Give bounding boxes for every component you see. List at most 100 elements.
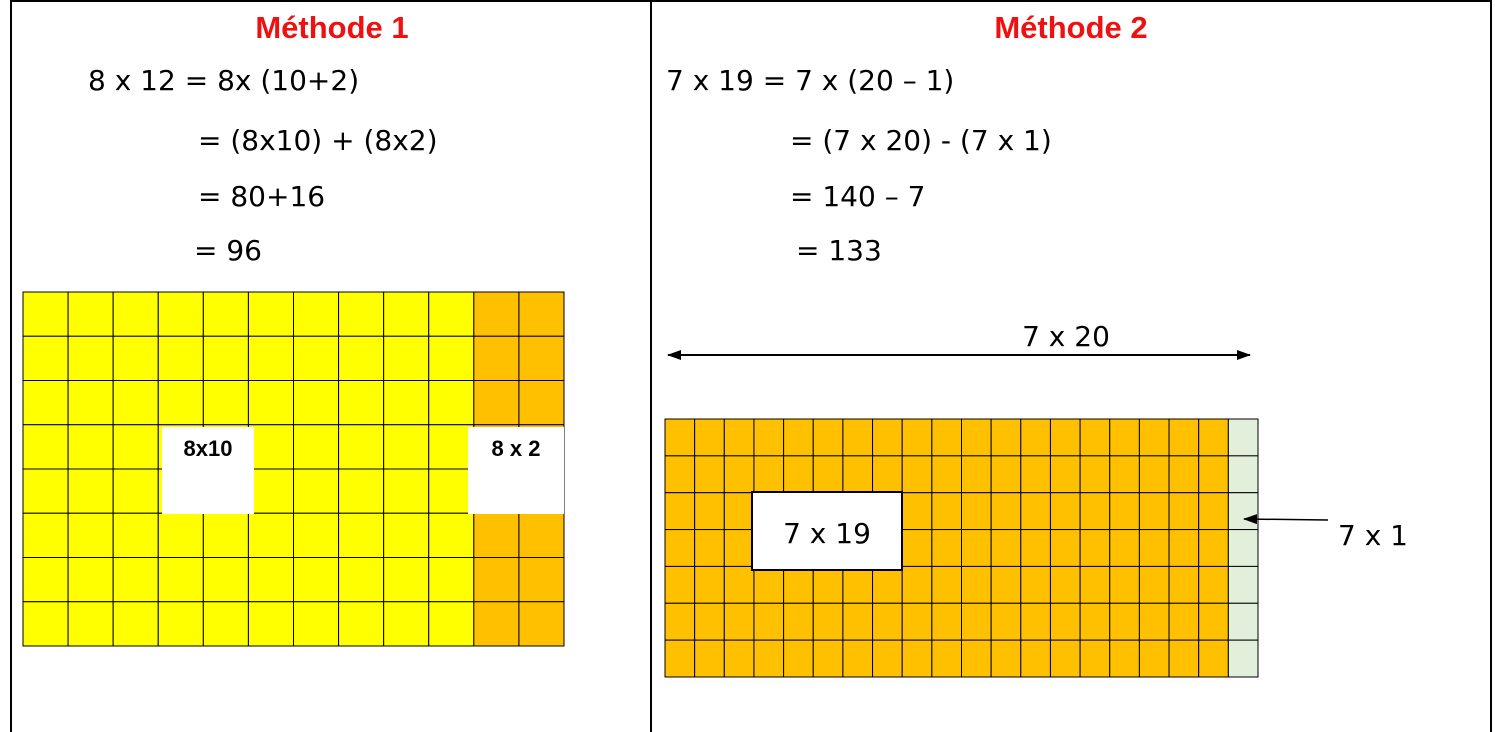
method-2-grid-cell (1020, 455, 1051, 494)
method-2-grid-cell (1168, 455, 1200, 494)
method-1-grid-cell (67, 335, 114, 381)
method-2-grid-cell (901, 639, 933, 678)
method-2-grid-cell (872, 565, 903, 604)
method-1-grid-cell (338, 468, 385, 514)
method-1-grid-cell (22, 601, 69, 647)
method-2-grid-cell (990, 602, 1022, 641)
method-2-grid-cell (1049, 529, 1081, 567)
method-2-grid-cell (1049, 492, 1081, 531)
method-2-title: Méthode 2 (994, 10, 1148, 45)
method-2-grid-cell (990, 529, 1022, 567)
method-1-grid-cell (202, 335, 249, 381)
method-2-grid-cell (723, 418, 755, 457)
method-2-grid-cell (694, 602, 725, 641)
method-1-grid-cell (338, 291, 385, 337)
method-1-grid-cell (112, 291, 159, 337)
method-2-grid-cell (1020, 492, 1051, 531)
method-1-grid-cell (293, 291, 340, 337)
method-2-grid-cell (961, 455, 992, 494)
method-2-grid-cell (1138, 529, 1170, 567)
method-2-grid-cell (961, 565, 992, 604)
method-2-grid-cell (990, 455, 1022, 494)
method-1-grid-cell (22, 557, 69, 603)
method-1-grid-cell (383, 557, 430, 603)
method-1-title: Méthode 1 (255, 10, 409, 45)
method-2-grid-cell (990, 492, 1022, 531)
method-1-grid-cell (428, 424, 475, 470)
method-2-grid-cell (1198, 455, 1229, 494)
method-2-grid-cell (1109, 529, 1140, 567)
method-1-grid-cell (67, 380, 114, 426)
method-1-equation-line-4: = 96 (194, 234, 262, 267)
method-2-grid-cell (1168, 565, 1200, 604)
method-1-grid-cell (247, 424, 295, 470)
method-1-grid-cell (293, 380, 340, 426)
method-2-grid-cell (1049, 455, 1081, 494)
method-2-grid-cell (931, 492, 962, 531)
method-2-grid-cell (961, 418, 992, 457)
method-2-grid-cell (1049, 639, 1081, 678)
method-2-grid-cell (901, 418, 933, 457)
method-2-grid-cell (694, 418, 725, 457)
method-2-grid-cell (812, 565, 844, 604)
method-2-grid-cell (872, 639, 903, 678)
method-1-grid-cell (518, 601, 565, 647)
method-2-equation-line-2: = (7 x 20) - (7 x 1) (790, 124, 1052, 157)
method-1-box-8x10 (162, 427, 254, 514)
method-1-grid-cell (202, 557, 249, 603)
method-2-grid-cell (694, 492, 725, 531)
method-2-grid-cell (812, 418, 844, 457)
method-2-grid-cell (1168, 639, 1200, 678)
method-2-grid-cell (1168, 529, 1200, 567)
method-1-grid-cell (247, 512, 295, 558)
method-2-box-7x19 (751, 491, 903, 571)
method-2-grid-cell (664, 418, 696, 457)
method-2-grid-cell (1049, 602, 1081, 641)
method-2-grid-cell (931, 418, 962, 457)
method-1-grid-cell (383, 512, 430, 558)
method-1-grid-cell (112, 424, 159, 470)
method-2-side-label: 7 x 1 (1338, 519, 1408, 552)
method-2-grid-cell (931, 455, 962, 494)
method-1-grid-cell (383, 601, 430, 647)
method-1-grid-cell (383, 424, 430, 470)
method-2-grid-cell (1020, 565, 1051, 604)
method-2-grid-cell (783, 602, 814, 641)
method-1-grid-cell (247, 380, 295, 426)
method-1-label-8x10: 8x10 (184, 436, 233, 461)
method-1-grid-cell (157, 335, 204, 381)
method-1-panel: Méthode 1 8 x 12 = 8x (10+2) = (8x10) + … (10, 0, 652, 732)
method-2-grid-cell (1079, 529, 1111, 567)
method-2-grid-cell (1079, 565, 1111, 604)
method-2-grid-cell (842, 565, 874, 604)
method-2-grid-cell (1227, 418, 1259, 457)
method-2-grid-cell (1168, 602, 1200, 641)
method-1-grid-cell (202, 380, 249, 426)
method-2-grid-cell (1079, 602, 1111, 641)
method-2-grid-cell (1227, 492, 1259, 531)
method-2-grid-cell (664, 529, 696, 567)
method-2-grid-cell (901, 565, 933, 604)
method-2-grid-cell (1198, 529, 1229, 567)
method-1-grid-cell (202, 512, 249, 558)
method-1-grid-cell (473, 291, 520, 337)
method-1-grid-cell (473, 380, 520, 426)
method-2-grid-cell (664, 455, 696, 494)
method-2-grid-cell (723, 492, 755, 531)
method-2-equation-line-3: = 140 – 7 (790, 180, 926, 213)
method-1-grid-cell (518, 512, 565, 558)
method-2-grid-cell (872, 455, 903, 494)
method-2-grid-cell (1079, 639, 1111, 678)
method-2-grid-cell (931, 639, 962, 678)
method-1-grid-cell (338, 557, 385, 603)
method-2-grid-cell (961, 602, 992, 641)
method-1-grid-cell (338, 424, 385, 470)
method-2-grid-cell (753, 418, 785, 457)
method-1-grid-cell (473, 335, 520, 381)
method-2-grid-cell (931, 565, 962, 604)
method-2-grid-cell (1138, 418, 1170, 457)
method-1-grid-cell (67, 468, 114, 514)
method-1-grid-cell (383, 291, 430, 337)
method-2-grid-cell (664, 565, 696, 604)
